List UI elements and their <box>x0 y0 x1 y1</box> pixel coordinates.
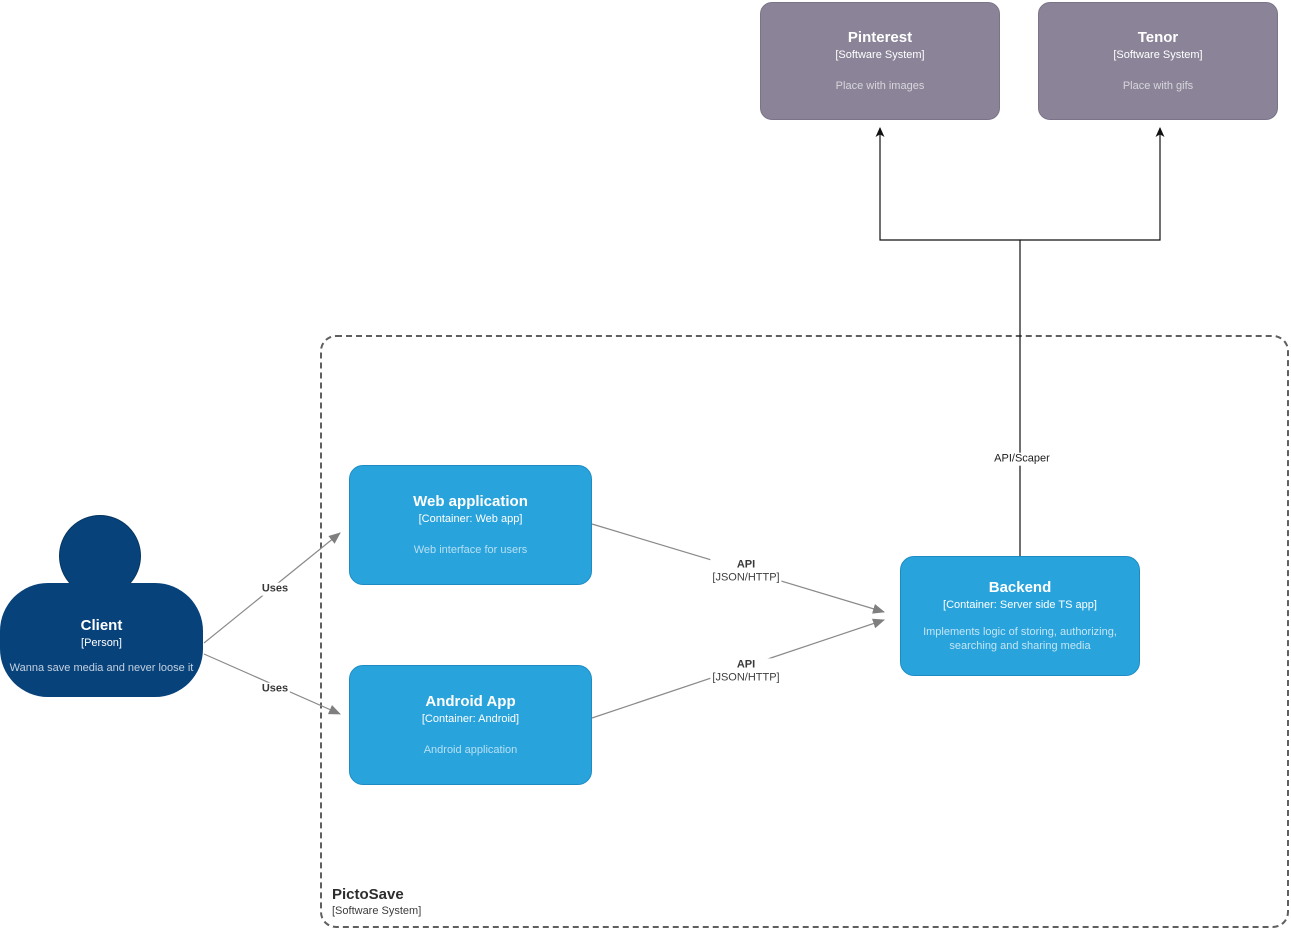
node-description: Wanna save media and never loose it <box>9 661 194 674</box>
node-subtitle: [Person] <box>81 637 122 650</box>
node-title: Web application <box>413 493 528 511</box>
node-title: Backend <box>988 578 1052 596</box>
boundary-subtitle: [Software System] <box>332 904 422 917</box>
edge-label-text: API/Scaper <box>994 452 1050 465</box>
edge-label-api-scraper: API/Scaper <box>992 452 1052 466</box>
edge-label-text: API <box>736 658 756 671</box>
node-backend[interactable]: Backend [Container: Server side TS app] … <box>900 556 1140 676</box>
edge-label-text: API <box>736 558 756 571</box>
node-android-app[interactable]: Android App [Container: Android] Android… <box>349 665 592 785</box>
node-tenor[interactable]: Tenor [Software System] Place with gifs <box>1038 2 1278 120</box>
node-title: Client <box>80 617 123 635</box>
edge-label-text: Uses <box>261 682 289 695</box>
boundary-pictosave[interactable]: PictoSave [Software System] <box>320 335 1289 928</box>
boundary-title: PictoSave <box>332 885 404 903</box>
node-client[interactable]: Client [Person] Wanna save media and nev… <box>0 583 203 697</box>
node-subtitle: [Container: Android] <box>421 713 520 726</box>
node-title: Tenor <box>1137 29 1179 47</box>
node-title: Android App <box>425 693 516 711</box>
node-title: Pinterest <box>847 29 913 47</box>
edge-label-api-android: API [JSON/HTTP] <box>710 658 782 684</box>
edge-label-technology: [JSON/HTTP] <box>712 671 780 683</box>
edge-backend-to-tenor <box>1020 127 1165 241</box>
node-description: Place with gifs <box>1122 79 1194 92</box>
node-web-application[interactable]: Web application [Container: Web app] Web… <box>349 465 592 585</box>
edge-label-uses-android: Uses <box>259 682 291 696</box>
node-description: Place with images <box>835 79 925 92</box>
edge-label-uses-web: Uses <box>259 582 291 596</box>
node-description: Implements logic of storing, authorizing… <box>923 625 1117 653</box>
edge-label-text: Uses <box>261 582 289 595</box>
node-subtitle: [Container: Web app] <box>418 513 523 526</box>
node-subtitle: [Software System] <box>835 49 925 62</box>
node-subtitle: [Container: Server side TS app] <box>943 598 1097 611</box>
boundary-label: PictoSave [Software System] <box>332 886 421 918</box>
edge-label-api-web: API [JSON/HTTP] <box>710 558 782 584</box>
node-description: Web interface for users <box>413 543 528 556</box>
edge-label-technology: [JSON/HTTP] <box>712 571 780 583</box>
node-subtitle: [Software System] <box>1113 49 1203 62</box>
node-description: Android application <box>423 743 518 756</box>
node-pinterest[interactable]: Pinterest [Software System] Place with i… <box>760 2 1000 120</box>
